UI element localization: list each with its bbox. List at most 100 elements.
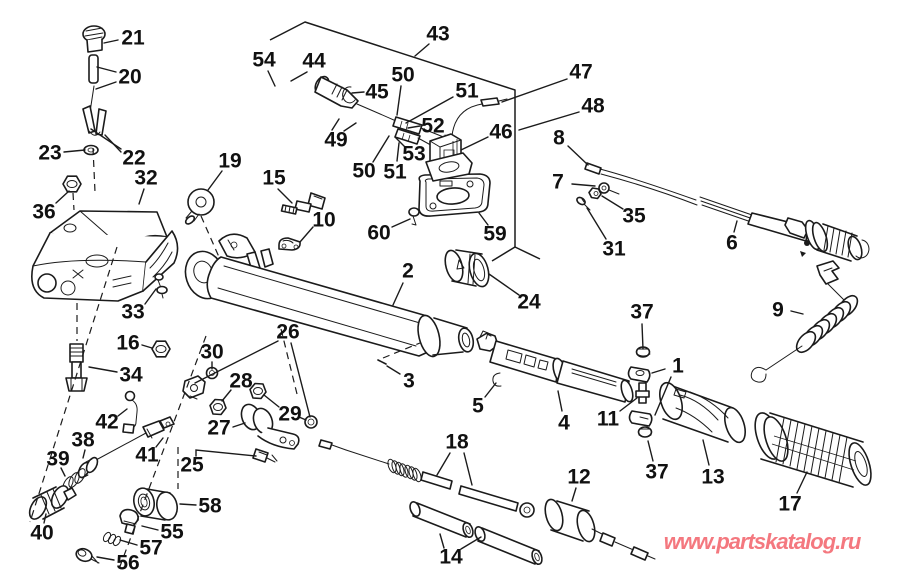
part-58-roller <box>132 487 179 521</box>
leader-line-55 <box>141 525 159 531</box>
part-8-sleeve <box>584 162 602 175</box>
leader-line-53 <box>394 136 406 148</box>
construction-dashed-line <box>29 246 118 523</box>
leader-line-26 <box>290 342 311 418</box>
leader-line-25 <box>195 449 257 457</box>
part-label-24: 24 <box>517 291 541 314</box>
part-label-46: 46 <box>489 121 512 144</box>
part-label-18: 18 <box>445 431 469 454</box>
part-label-39: 39 <box>46 448 69 471</box>
part-40-knob <box>28 485 77 520</box>
leader-line-4 <box>557 390 563 412</box>
part-label-17: 17 <box>778 493 801 516</box>
part-21-knob <box>82 25 106 53</box>
leader-line-35 <box>601 195 624 210</box>
part-label-13: 13 <box>701 466 724 489</box>
part-19-grommet <box>184 188 215 225</box>
part-label-60: 60 <box>367 222 390 245</box>
group-bracket-line <box>491 246 516 262</box>
leader-line-17 <box>796 471 808 494</box>
leader-line-43 <box>414 43 430 57</box>
part-41-rod <box>95 416 175 461</box>
part-label-36: 36 <box>32 201 55 224</box>
leader-line-10 <box>299 226 314 243</box>
part-label-52: 52 <box>421 115 444 138</box>
part-label-48: 48 <box>581 95 605 118</box>
leader-line-14 <box>460 536 482 550</box>
part-label-33: 33 <box>121 301 144 324</box>
leader-line-51 <box>396 142 400 162</box>
part-label-11: 11 <box>597 408 620 431</box>
part-label-20: 20 <box>118 66 141 89</box>
leader-line-60 <box>391 218 411 228</box>
part-label-23: 23 <box>38 142 61 165</box>
leader-line-24 <box>488 273 520 296</box>
leader-line-37 <box>641 323 644 350</box>
part-2-steering-arm <box>184 233 475 358</box>
watermark: www.partskatalog.ru <box>664 529 862 554</box>
leader-line-50 <box>372 135 390 163</box>
leader-line-13 <box>702 439 710 466</box>
part-55-plunger <box>119 508 139 535</box>
part-7-ring-terminal <box>598 182 620 195</box>
part-label-41: 41 <box>135 444 159 467</box>
part-13-grip-core <box>659 381 747 444</box>
leader-line-34 <box>88 366 118 373</box>
part-1-clamp-lower <box>628 410 653 427</box>
leader-line-8 <box>567 145 589 166</box>
leader-line-49 <box>331 118 340 131</box>
part-label-35: 35 <box>622 205 646 228</box>
part-label-51: 51 <box>455 80 479 103</box>
part-label-57: 57 <box>139 537 162 560</box>
leader-line-28 <box>221 389 232 402</box>
part-4-throttle-shaft <box>476 330 634 403</box>
part-56-screw <box>75 547 100 564</box>
part-label-14: 14 <box>439 546 463 569</box>
part-label-44: 44 <box>302 50 326 73</box>
part-label-34: 34 <box>119 364 143 387</box>
leader-line-3 <box>386 365 401 375</box>
part-label-37: 37 <box>645 461 668 484</box>
part-12-cable-end <box>544 498 656 561</box>
part-35-nut <box>588 187 602 200</box>
part-59-bracket-plate <box>418 173 491 217</box>
part-label-5: 5 <box>472 395 484 418</box>
leader-line-39 <box>60 467 66 477</box>
part-1-clamp-upper <box>627 366 651 383</box>
part-label-54: 54 <box>252 49 276 72</box>
part-18-cable-core <box>318 439 535 518</box>
leader-line-18 <box>436 452 451 476</box>
part-label-43: 43 <box>426 23 449 46</box>
part-label-56: 56 <box>116 552 139 575</box>
leader-line-11 <box>619 397 638 412</box>
part-44-connector-plug <box>314 75 397 122</box>
part-57-spring <box>102 531 122 547</box>
leader-line-5 <box>484 382 497 398</box>
part-38-spool <box>77 456 99 479</box>
part-17-rubber-grip <box>754 412 872 488</box>
part-31-screw <box>576 196 591 211</box>
part-37-cap-lower <box>637 426 653 438</box>
part-46-switch <box>425 97 508 182</box>
part-label-40: 40 <box>30 522 53 545</box>
part-label-25: 25 <box>180 454 204 477</box>
part-29-washer <box>304 415 318 429</box>
leader-line-20 <box>96 66 117 73</box>
part-label-15: 15 <box>262 167 286 190</box>
leader-line-40 <box>43 513 47 524</box>
leader-line-54 <box>267 70 276 87</box>
leader-line-38 <box>82 449 86 459</box>
part-label-3: 3 <box>403 370 415 393</box>
leader-line-36 <box>55 190 70 204</box>
leader-line-19 <box>207 170 223 191</box>
part-36-nut <box>62 175 82 193</box>
construction-dashed-line <box>118 335 207 570</box>
leader-line-1 <box>651 368 666 374</box>
leader-line-48 <box>518 111 580 131</box>
part-label-28: 28 <box>229 370 253 393</box>
part-11-stud <box>635 382 650 404</box>
leader-line-1 <box>654 376 672 416</box>
part-label-1: 1 <box>672 355 684 378</box>
